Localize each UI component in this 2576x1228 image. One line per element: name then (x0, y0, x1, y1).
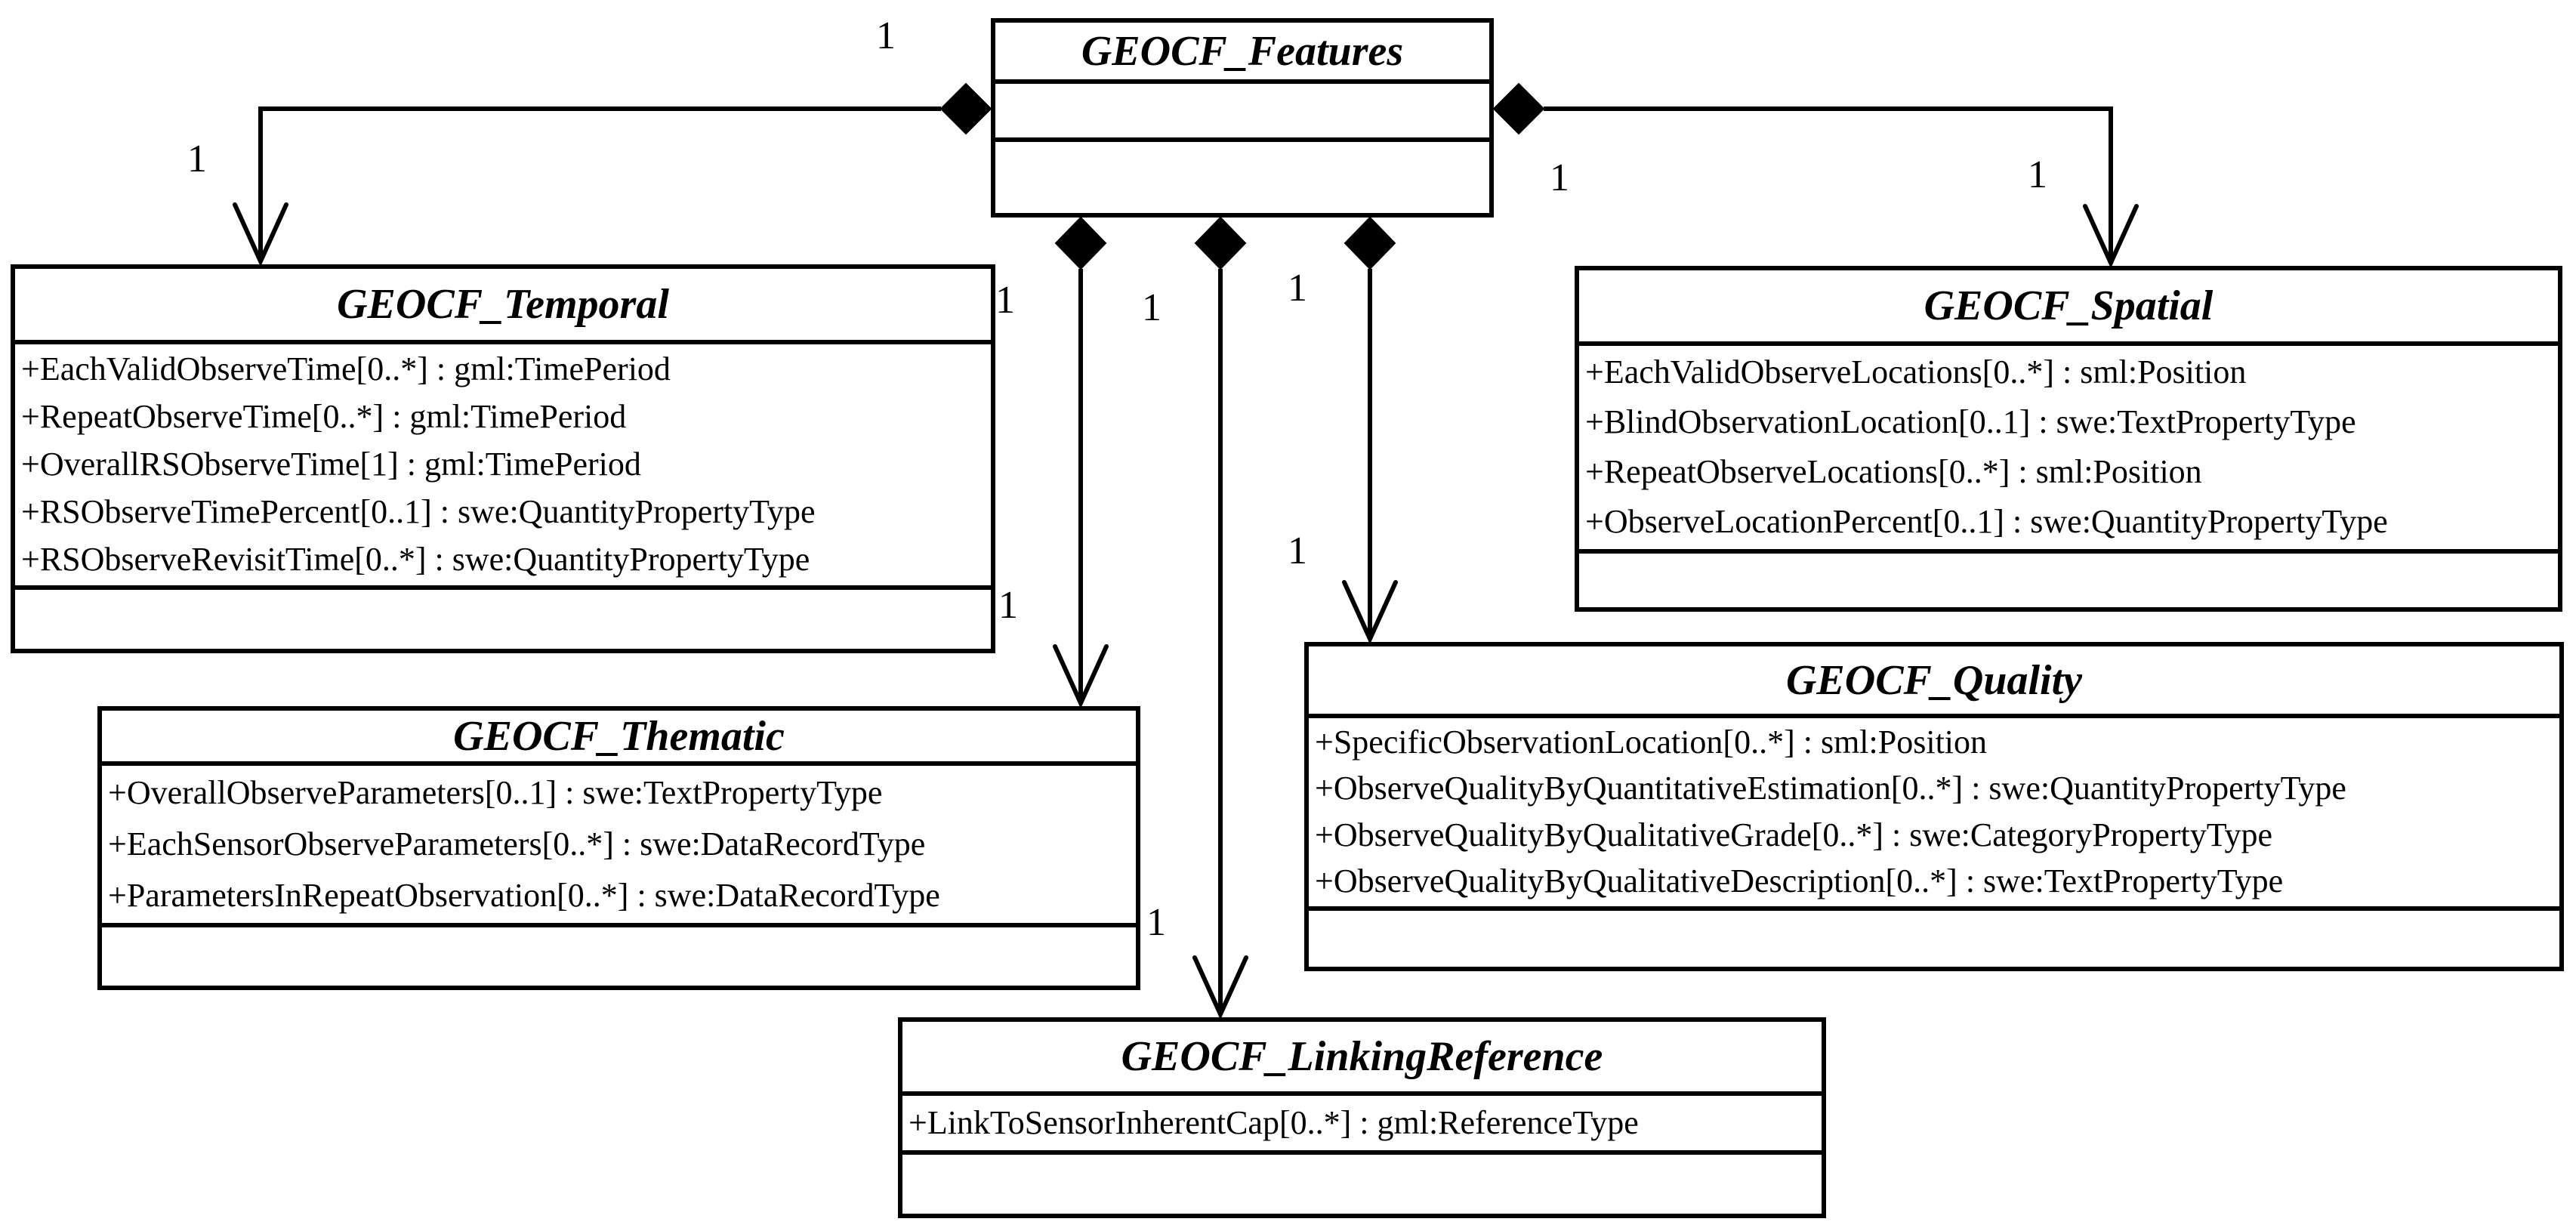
connector-features-thematic (1053, 216, 1109, 709)
class-attributes: +SpecificObservationLocation[0..*] : sml… (1309, 718, 2559, 911)
class-attributes: +EachValidObserveLocations[0..*] : sml:P… (1579, 346, 2558, 554)
attribute: +RSObserveTimePercent[0..1] : swe:Quanti… (21, 493, 816, 531)
class-geocf-linkingreference: GEOCF_LinkingReference +LinkToSensorInhe… (898, 1017, 1826, 1218)
class-geocf-temporal: GEOCF_Temporal +EachValidObserveTime[0..… (11, 264, 995, 653)
multiplicity-label-quality-source: 1 (1288, 267, 1307, 310)
open-arrowhead-icon (1342, 580, 1398, 645)
attribute: +BlindObservationLocation[0..1] : swe:Te… (1585, 403, 2356, 440)
composition-diamond-icon (1054, 216, 1107, 270)
class-title: GEOCF_Features (995, 23, 1489, 84)
class-operations (15, 590, 991, 649)
multiplicity-label-temporal-target: 1 (187, 137, 207, 180)
connector-features-linkingreference (1192, 216, 1248, 1020)
attribute: +OverallRSObserveTime[1] : gml:TimePerio… (21, 446, 641, 483)
attribute: +RSObserveRevisitTime[0..*] : swe:Quanti… (21, 541, 810, 579)
attribute: +ObserveLocationPercent[0..1] : swe:Quan… (1585, 503, 2388, 541)
attribute: +EachSensorObserveParameters[0..*] : swe… (108, 825, 926, 862)
class-operations (995, 142, 1489, 213)
composition-diamond-icon (1492, 82, 1545, 135)
class-operations (102, 927, 1136, 986)
open-arrowhead-icon (233, 202, 288, 267)
connector-features-temporal (233, 82, 992, 267)
attribute: +ObserveQualityByQualitativeGrade[0..*] … (1315, 816, 2273, 853)
multiplicity-label-linking-target: 1 (1146, 901, 1166, 944)
class-attributes (995, 84, 1489, 142)
multiplicity-label-linking-source: 1 (1142, 286, 1162, 329)
attribute: +RepeatObserveLocations[0..*] : sml:Posi… (1585, 453, 2202, 491)
class-geocf-thematic: GEOCF_Thematic +OverallObserveParameters… (97, 706, 1140, 990)
class-operations (902, 1155, 1822, 1214)
class-operations (1579, 554, 2558, 607)
multiplicity-label-thematic-target: 1 (998, 584, 1018, 627)
class-title: GEOCF_Quality (1309, 646, 2559, 718)
attribute: +ParametersInRepeatObservation[0..*] : s… (108, 876, 940, 914)
attribute: +ObserveQualityByQualitativeDescription[… (1315, 862, 2284, 899)
class-geocf-spatial: GEOCF_Spatial +EachValidObserveLocations… (1575, 266, 2562, 612)
class-geocf-quality: GEOCF_Quality +SpecificObservationLocati… (1304, 642, 2564, 971)
attribute: +RepeatObserveTime[0..*] : gml:TimePerio… (21, 398, 627, 436)
class-operations (1309, 911, 2559, 967)
attribute: +EachValidObserveTime[0..*] : gml:TimePe… (21, 350, 671, 388)
class-title: GEOCF_Thematic (102, 711, 1136, 766)
attribute: +OverallObserveParameters[0..1] : swe:Te… (108, 773, 883, 811)
composition-diamond-icon (939, 82, 992, 135)
open-arrowhead-icon (2083, 204, 2139, 269)
composition-diamond-icon (1194, 216, 1247, 270)
connector-features-spatial (1492, 82, 2139, 269)
class-title: GEOCF_Spatial (1579, 270, 2558, 346)
attribute: +LinkToSensorInherentCap[0..*] : gml:Ref… (909, 1103, 1639, 1141)
attribute: +ObserveQualityByQuantitativeEstimation[… (1315, 770, 2346, 807)
attribute: +SpecificObservationLocation[0..*] : sml… (1315, 724, 1988, 761)
class-geocf-features: GEOCF_Features (991, 18, 1494, 218)
composition-diamond-icon (1344, 216, 1396, 270)
open-arrowhead-icon (1053, 644, 1109, 709)
class-attributes: +OverallObserveParameters[0..1] : swe:Te… (102, 766, 1136, 927)
class-attributes: +LinkToSensorInherentCap[0..*] : gml:Ref… (902, 1096, 1822, 1155)
attribute: +EachValidObserveLocations[0..*] : sml:P… (1585, 353, 2247, 390)
class-title: GEOCF_Temporal (15, 269, 991, 344)
multiplicity-label-thematic-source: 1 (995, 279, 1015, 322)
multiplicity-label-spatial-source: 1 (1550, 156, 1569, 199)
class-attributes: +EachValidObserveTime[0..*] : gml:TimePe… (15, 344, 991, 590)
multiplicity-label-spatial-target: 1 (2028, 153, 2047, 196)
multiplicity-label-temporal-source: 1 (876, 14, 896, 57)
class-title: GEOCF_LinkingReference (902, 1022, 1822, 1096)
open-arrowhead-icon (1192, 955, 1248, 1020)
connector-features-quality (1342, 216, 1398, 645)
multiplicity-label-quality-target: 1 (1288, 529, 1307, 572)
